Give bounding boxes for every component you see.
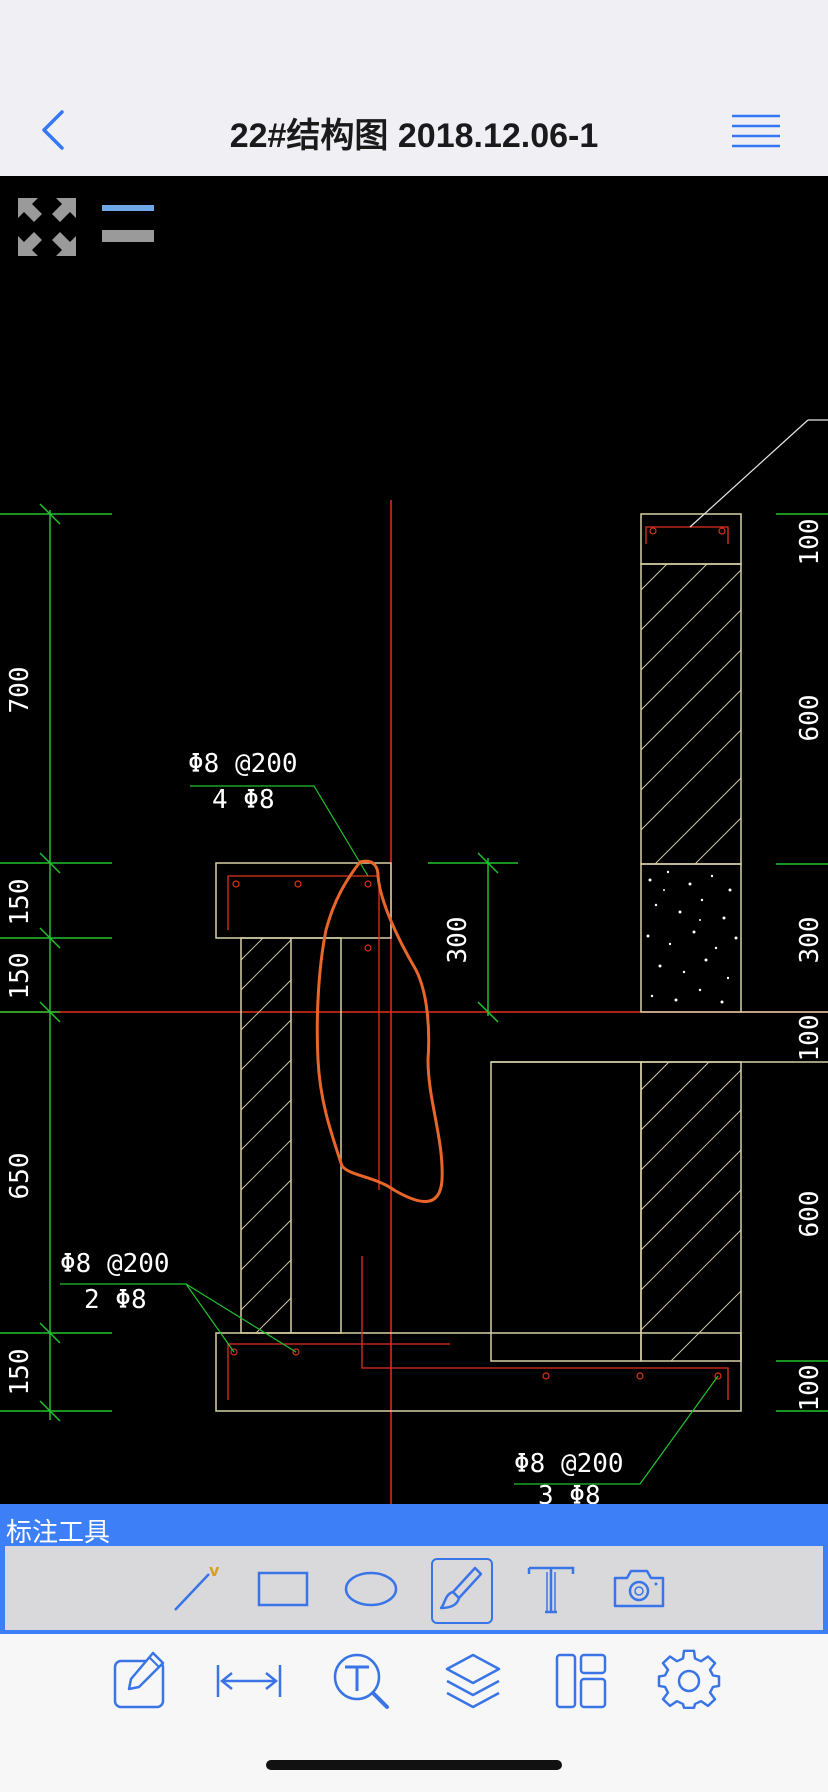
dim-right-600-b: 600: [795, 1191, 825, 1238]
rectangle-tool[interactable]: [251, 1546, 315, 1630]
text-t-icon: [527, 1566, 575, 1614]
ellipse-icon: [344, 1571, 398, 1607]
edit-tool[interactable]: [104, 1646, 174, 1716]
dim-left-150-c: 150: [5, 1349, 35, 1396]
gear-icon: [657, 1649, 721, 1709]
left-structure: [215, 862, 742, 1412]
chevron-left-icon: [42, 110, 64, 150]
page-title: 22#结构图 2018.12.06-1: [229, 117, 599, 155]
svg-text:v: v: [209, 1561, 220, 1580]
dim-right-600-a: 600: [795, 695, 825, 742]
layer-bars-icon: [102, 205, 154, 242]
text-search-icon: [333, 1653, 389, 1709]
dim-right-100-b: 100: [795, 1015, 825, 1062]
note-3-line2: 3 Φ8: [538, 1481, 601, 1504]
dim-right-300: 300: [795, 917, 825, 964]
dim-middle-300: 300: [443, 917, 473, 964]
menu-button[interactable]: [730, 112, 782, 152]
hamburger-menu-icon: [732, 114, 780, 148]
fullscreen-button[interactable]: [16, 196, 78, 258]
dimension-arrow-icon: [216, 1665, 282, 1697]
ellipse-tool[interactable]: [339, 1546, 403, 1630]
text-tool[interactable]: [519, 1546, 583, 1630]
cad-drawing: 700 150 150 650 150: [0, 419, 828, 1504]
rectangle-icon: [257, 1571, 309, 1607]
drawing-canvas[interactable]: 700 150 150 650 150: [0, 176, 828, 1504]
left-dimension-lines: [0, 503, 112, 1422]
top-navigation-bar: 22#结构图 2018.12.06-1: [0, 0, 828, 177]
layout-tool[interactable]: [546, 1646, 616, 1716]
layers-icon: [445, 1653, 501, 1709]
back-button[interactable]: [36, 104, 76, 156]
dim-left-700: 700: [5, 667, 35, 714]
layer-toggle-button[interactable]: [100, 200, 156, 246]
sketch-annotation: [315, 859, 444, 1203]
right-column: [491, 513, 828, 1362]
annotation-label: 标注工具: [6, 1518, 111, 1548]
note-1-line2: 4 Φ8: [212, 785, 275, 815]
left-wall-hatch: [240, 937, 292, 1334]
dim-left-150-a: 150: [5, 879, 35, 926]
leader-lines: [60, 785, 719, 1485]
brush-icon: [439, 1566, 483, 1610]
dim-left-150-b: 150: [5, 953, 35, 1000]
measure-tool[interactable]: [214, 1646, 284, 1716]
annotation-toolbar: 标注工具 v: [0, 1504, 828, 1634]
expand-arrows-icon: [18, 198, 76, 256]
dim-right-100-c: 100: [795, 1365, 825, 1412]
dim-right-100-a: 100: [795, 519, 825, 566]
right-column-hatch: [640, 563, 742, 1362]
camera-icon: [613, 1569, 665, 1608]
note-1-line1: Φ8 @200: [188, 749, 298, 779]
note-2-line1: Φ8 @200: [60, 1249, 170, 1279]
settings-tool[interactable]: [654, 1646, 724, 1716]
brush-tool[interactable]: [429, 1546, 493, 1630]
camera-tool[interactable]: [607, 1546, 671, 1630]
edit-pencil-icon: [113, 1651, 165, 1709]
concrete-speckle: [646, 870, 738, 1004]
note-3-line1: Φ8 @200: [514, 1449, 624, 1479]
annotation-tools: v: [5, 1546, 823, 1630]
line-tool[interactable]: v: [163, 1546, 227, 1630]
rebar-dots: [230, 527, 726, 1380]
line-icon: v: [174, 1561, 220, 1611]
layers-tool[interactable]: [438, 1646, 508, 1716]
note-2-line2: 2 Φ8: [84, 1285, 147, 1315]
home-indicator: [266, 1760, 562, 1770]
layout-panels-icon: [555, 1653, 607, 1709]
dim-left-650: 650: [5, 1153, 35, 1200]
right-dimension-lines: [776, 513, 828, 1412]
text-search-tool[interactable]: [326, 1646, 396, 1716]
